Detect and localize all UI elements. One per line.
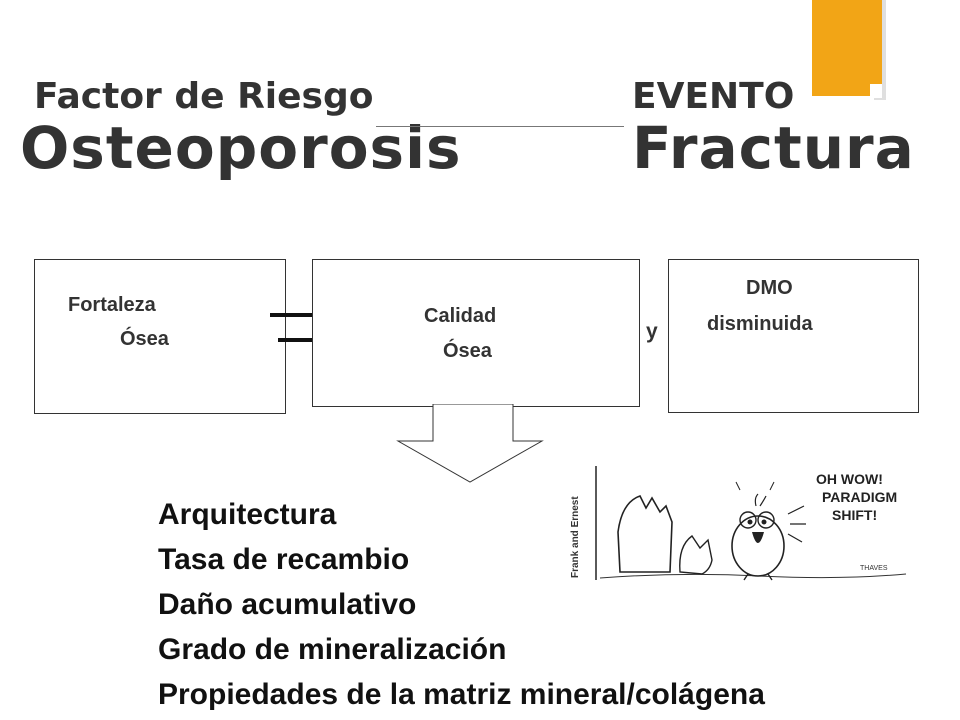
bone-quality-components-list: Arquitectura Tasa de recambio Daño acumu… bbox=[158, 492, 765, 717]
bone-quality-label-line1: Calidad bbox=[424, 305, 497, 327]
paradigm-shift-cartoon: Frank and Ernest OH WOW! PARADIGM SHIFT!… bbox=[570, 466, 907, 581]
risk-factor-label: Factor de Riesgo bbox=[34, 76, 374, 117]
down-arrow bbox=[396, 404, 544, 483]
list-item: Arquitectura bbox=[158, 498, 337, 531]
accent-bar bbox=[812, 0, 886, 100]
fracture-title: Fractura bbox=[632, 114, 915, 182]
bone-strength-box bbox=[34, 259, 286, 414]
list-item: Tasa de recambio bbox=[158, 543, 410, 576]
list-item: Daño acumulativo bbox=[158, 588, 417, 621]
bmd-label-line1: DMO bbox=[746, 277, 793, 299]
list-item: Propiedades de la matriz mineral/colágen… bbox=[158, 678, 765, 711]
osteoporosis-title: Osteoporosis bbox=[20, 114, 462, 182]
speech-line-2: PARADIGM bbox=[822, 489, 897, 505]
bmd-decreased-box bbox=[668, 259, 919, 413]
cartoon-credit: Frank and Ernest bbox=[570, 496, 581, 578]
bone-quality-label-line2: Ósea bbox=[443, 340, 492, 362]
speech-line-3: SHIFT! bbox=[832, 507, 877, 523]
list-item: Grado de mineralización bbox=[158, 633, 507, 666]
bone-strength-label-line1: Fortaleza bbox=[68, 294, 156, 316]
equals-sign-bottom bbox=[278, 338, 332, 342]
equals-sign-top bbox=[270, 313, 322, 317]
cartoon-signature: THAVES bbox=[860, 565, 888, 572]
header-connector-line bbox=[376, 126, 624, 127]
bone-quality-box bbox=[312, 259, 640, 407]
event-label: EVENTO bbox=[632, 76, 795, 117]
bone-strength-label-line2: Ósea bbox=[120, 328, 169, 350]
bmd-label-line2: disminuida bbox=[707, 313, 813, 335]
and-connector: y bbox=[646, 320, 658, 343]
speech-line-1: OH WOW! bbox=[816, 471, 883, 487]
